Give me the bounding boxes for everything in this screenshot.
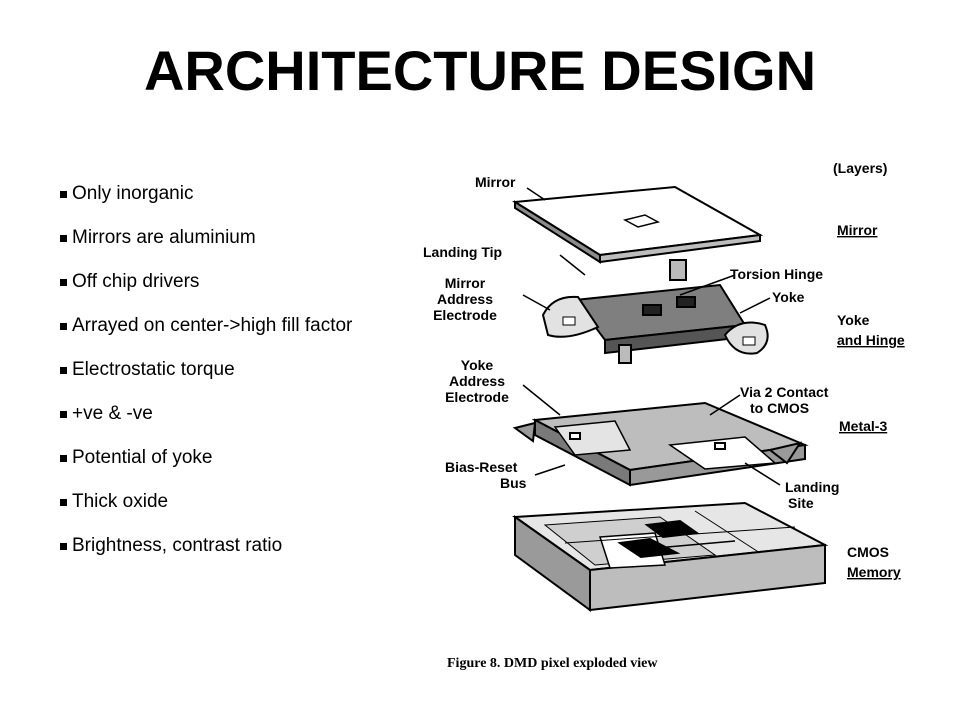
bullet-item: Off chip drivers <box>60 270 390 294</box>
bullet-square-icon <box>60 323 67 330</box>
bullet-square-icon <box>60 411 67 418</box>
bullet-square-icon <box>60 235 67 242</box>
bullet-square-icon <box>60 367 67 374</box>
bullet-text: Only inorganic <box>72 183 194 204</box>
bullet-item: +ve & -ve <box>60 402 390 426</box>
label-yoke-address-1: Yoke <box>461 357 494 373</box>
bullet-square-icon <box>60 543 67 550</box>
yoke-and-hinge-layer <box>541 283 769 364</box>
label-yoke-address-2: Address <box>449 373 505 389</box>
layer-label-cmos: CMOS <box>847 544 889 560</box>
bullet-text: Off chip drivers <box>72 271 200 292</box>
label-yoke-address-3: Electrode <box>445 389 509 405</box>
label-landing-site-1: Landing <box>785 479 839 495</box>
slide-title: ARCHITECTURE DESIGN <box>143 39 817 102</box>
bullet-list: Only inorganic Mirrors are aluminium Off… <box>60 182 390 578</box>
label-landing-tip: Landing Tip <box>423 244 502 260</box>
dmd-diagram-svg: Mirror Landing Tip Mirror Address Electr… <box>423 160 905 671</box>
bullet-text: Arrayed on center->high fill factor <box>72 315 353 336</box>
figure-caption: Figure 8. DMD pixel exploded view <box>447 656 658 671</box>
bullet-item: Potential of yoke <box>60 446 390 470</box>
layer-label-yoke: Yoke <box>837 312 870 328</box>
dmd-exploded-view-figure: Mirror Landing Tip Mirror Address Electr… <box>415 145 935 680</box>
bullet-square-icon <box>60 499 67 506</box>
bullet-square-icon <box>60 279 67 286</box>
label-mirror-address-3: Electrode <box>433 307 497 323</box>
layer-label-memory: Memory <box>847 564 901 580</box>
metal-3-layer <box>512 401 809 487</box>
bullet-text: Brightness, contrast ratio <box>72 535 283 556</box>
bullet-item: Brightness, contrast ratio <box>60 534 390 558</box>
label-bias-reset-2: Bus <box>500 475 527 491</box>
bullet-text: Thick oxide <box>72 491 169 512</box>
layer-label-metal-3: Metal-3 <box>839 418 887 434</box>
label-torsion-hinge: Torsion Hinge <box>730 266 823 282</box>
leader-lines <box>522 187 781 486</box>
bullet-text: Potential of yoke <box>72 447 213 468</box>
label-via-contact-2: to CMOS <box>750 400 809 416</box>
bullet-text: Electrostatic torque <box>72 359 235 380</box>
bullet-item: Electrostatic torque <box>60 358 390 382</box>
label-bias-reset-1: Bias-Reset <box>445 459 518 475</box>
bullet-item: Arrayed on center->high fill factor <box>60 314 390 338</box>
bullet-item: Only inorganic <box>60 182 390 206</box>
label-yoke: Yoke <box>772 289 805 305</box>
layer-label-and-hinge: and Hinge <box>837 332 905 348</box>
bullet-text: Mirrors are aluminium <box>72 227 256 248</box>
mirror-layer <box>511 185 764 281</box>
label-via-contact-1: Via 2 Contact <box>740 384 829 400</box>
layer-label-mirror: Mirror <box>837 222 878 238</box>
bullet-square-icon <box>60 455 67 462</box>
bullet-text: +ve & -ve <box>72 403 153 424</box>
bullet-item: Thick oxide <box>60 490 390 514</box>
label-mirror: Mirror <box>475 174 516 190</box>
layers-header: (Layers) <box>833 160 887 176</box>
label-mirror-address-1: Mirror <box>445 275 486 291</box>
label-landing-site-2: Site <box>788 495 814 511</box>
bullet-item: Mirrors are aluminium <box>60 226 390 250</box>
label-mirror-address-2: Address <box>437 291 493 307</box>
bullet-square-icon <box>60 191 67 198</box>
cmos-memory-layer <box>512 501 829 612</box>
